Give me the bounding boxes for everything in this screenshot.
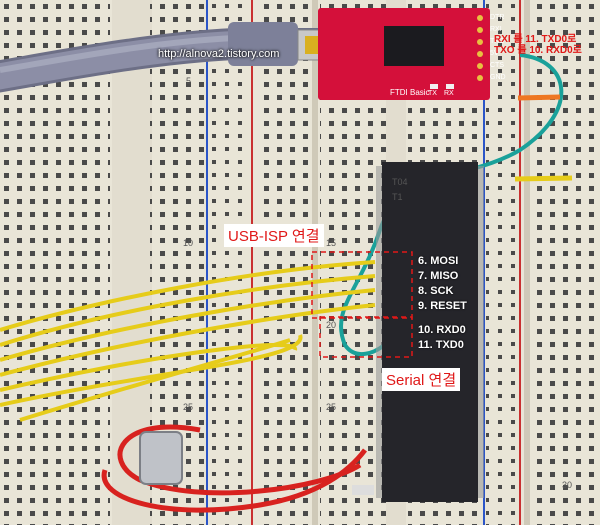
- ftdi-led-tx: TX: [428, 90, 437, 97]
- serial-dashed-box: [319, 316, 413, 358]
- ftdi-pin-txo: TXO: [490, 38, 505, 45]
- wiring-note-line-1: RXI 를 11. TXD0로: [494, 34, 577, 45]
- ftdi-pin-dtr: DTR: [490, 14, 505, 21]
- svg-text:T04: T04: [392, 177, 408, 187]
- ftdi-led-rx: RX: [444, 90, 454, 97]
- chip-pin-sck: 8. SCK: [418, 285, 454, 297]
- row-number-10: 10: [183, 238, 194, 248]
- short-yellow-wire: [514, 175, 573, 182]
- row-number-5: 5: [186, 76, 192, 86]
- ftdi-pin-cts: CTS: [490, 62, 504, 69]
- row-number-20: 20: [326, 320, 337, 330]
- chip-pin-txd0: 11. TXD0: [418, 339, 464, 351]
- ftdi-board: [318, 8, 490, 100]
- usb-cable: [0, 22, 334, 93]
- ftdi-board-label: FTDI Basic: [390, 88, 430, 97]
- atmega-chip: T04 T1: [376, 162, 484, 502]
- isp-dashed-box: [311, 251, 413, 319]
- row-number-15: 15: [326, 238, 337, 248]
- row-number-25b: 25: [326, 402, 337, 412]
- breadboard-right: [524, 0, 600, 525]
- wiring-note: RXI 를 11. TXD0로 TXO 를 10. RXD0로: [494, 34, 582, 56]
- ftdi-pin-gnd: GND: [490, 74, 506, 81]
- crystal-and-red-wires: [101, 424, 374, 513]
- chip-pin-reset: 9. RESET: [418, 300, 467, 312]
- ftdi-pin-5v: 5V: [490, 50, 499, 57]
- ftdi-pin-rxi: RXI: [490, 26, 502, 33]
- wiring-note-line-2: TXO 를 10. RXD0로: [494, 45, 582, 56]
- usb-isp-callout: USB-ISP 연결: [224, 224, 324, 247]
- row-number-25: 25: [183, 402, 194, 412]
- watermark-url: http://alnova2.tistory.com: [158, 48, 280, 60]
- serial-callout: Serial 연결: [382, 368, 461, 391]
- row-number-30: 30: [562, 480, 573, 490]
- svg-text:T1: T1: [392, 192, 403, 202]
- isp-wires: [0, 260, 376, 422]
- chip-pin-rxd0: 10. RXD0: [418, 324, 466, 336]
- orange-wire: [517, 94, 561, 101]
- chip-pin-mosi: 6. MOSI: [418, 255, 459, 267]
- ftdi-pin-labels: DTR RXI TXO 5V CTS GND: [490, 12, 506, 84]
- chip-pin-miso: 7. MISO: [418, 270, 459, 282]
